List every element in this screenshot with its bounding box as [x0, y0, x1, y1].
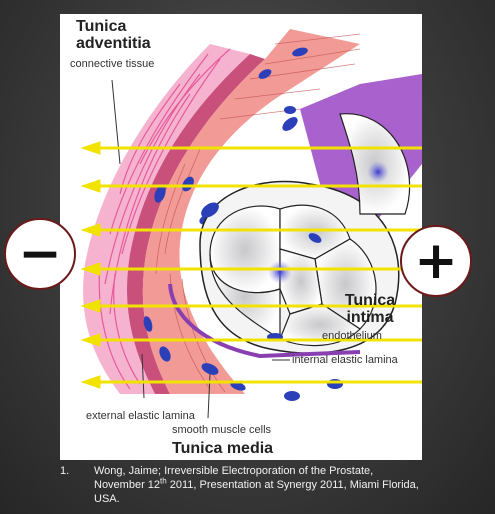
external-elastic-lamina — [127, 54, 265, 394]
positive-electrode: + — [400, 225, 472, 297]
minus-sign: − — [18, 224, 62, 284]
connective-fibers — [98, 48, 231, 390]
internal-elastic-lamina — [168, 283, 361, 359]
field-arrow — [80, 179, 422, 193]
label-tunica-intima: Tunica intima — [344, 292, 396, 326]
reference-text: Wong, Jaime; Irreversible Electroporatio… — [94, 464, 424, 506]
reference-text-part2: 2011, Presentation at Synergy 2011, Miam… — [94, 479, 419, 505]
field-arrows — [80, 141, 422, 389]
label-tunica-adventitia: Tunica adventitia — [76, 18, 151, 52]
nucleus-center — [268, 260, 292, 284]
field-arrow — [80, 299, 422, 313]
label-tunica-media: Tunica media — [172, 440, 274, 457]
field-arrow — [80, 262, 422, 276]
label-smooth-muscle-cells: smooth muscle cells — [172, 424, 272, 436]
label-connective-tissue: connective tissue — [70, 58, 155, 70]
field-arrow — [80, 223, 422, 237]
field-arrow — [80, 375, 422, 389]
label-external-elastic-lamina: external elastic lamina — [86, 410, 195, 422]
vessel-wall-diagram — [80, 29, 422, 419]
muscle-striations — [155, 33, 361, 393]
reference-number: 1. — [60, 465, 70, 477]
field-arrow — [80, 333, 422, 347]
nucleus-upper-right — [367, 161, 389, 183]
reference-superscript: th — [160, 476, 167, 486]
reference-text-part1: Wong, Jaime; Irreversible Electroporatio… — [94, 465, 374, 491]
label-internal-elastic-lamina: internal elastic lamina — [292, 354, 398, 366]
negative-electrode: − — [4, 218, 76, 290]
plus-sign: + — [414, 231, 458, 291]
diagram-panel: Tunica adventitia connective tissue Tuni… — [60, 14, 422, 460]
field-arrow — [80, 141, 422, 155]
label-endothelium: endothelium — [322, 330, 382, 342]
